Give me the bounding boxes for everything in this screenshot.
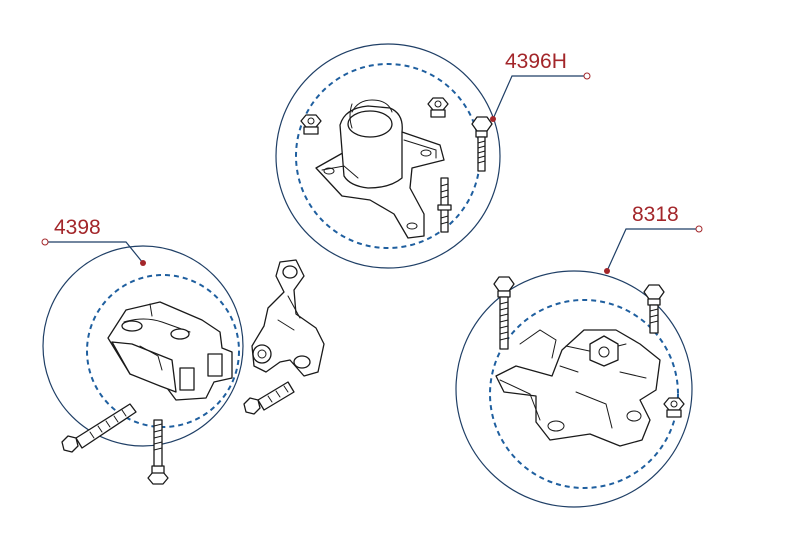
stud-icon [437,177,452,233]
bolt-icon [61,403,137,453]
mount-bracket-icon [251,259,325,377]
group-circle-dashed [489,299,679,489]
group-circle-dashed [86,274,240,428]
callout-label: 4396H [505,50,567,73]
callout-4396h: 4396H [490,50,591,122]
transmission-mount-icon [107,301,233,401]
callout-dot [604,268,610,274]
bolt-icon [243,381,295,415]
bolt-icon [643,284,665,334]
group-circle-outline [275,43,501,269]
transmission-mount-icon [495,329,661,447]
callout-label: 8318 [632,203,679,226]
left-transmission-mount-group: 4398 [41,216,325,485]
group-circle-outline [42,245,244,447]
nut-icon [427,97,449,118]
group-circle-outline [455,270,693,508]
engine-mount-icon [315,99,445,239]
callout-dot [140,260,146,266]
nut-icon [300,114,322,135]
leader-line [48,241,144,264]
callout-4398: 4398 [41,216,146,266]
nut-icon [663,397,685,418]
callout-8318: 8318 [604,203,703,274]
callout-end-marker [583,72,591,80]
callout-label: 4398 [54,216,101,239]
bolt-icon [147,419,169,485]
leader-line [492,75,584,120]
leader-line [606,228,696,272]
bolt-icon [471,116,493,172]
bolt-icon [493,276,515,350]
callout-end-marker [695,225,703,233]
right-transmission-mount-group: 8318 [455,203,703,508]
upper-engine-mount-group: 4396H [275,43,591,269]
callout-dot [490,116,496,122]
callout-end-marker [41,238,49,246]
